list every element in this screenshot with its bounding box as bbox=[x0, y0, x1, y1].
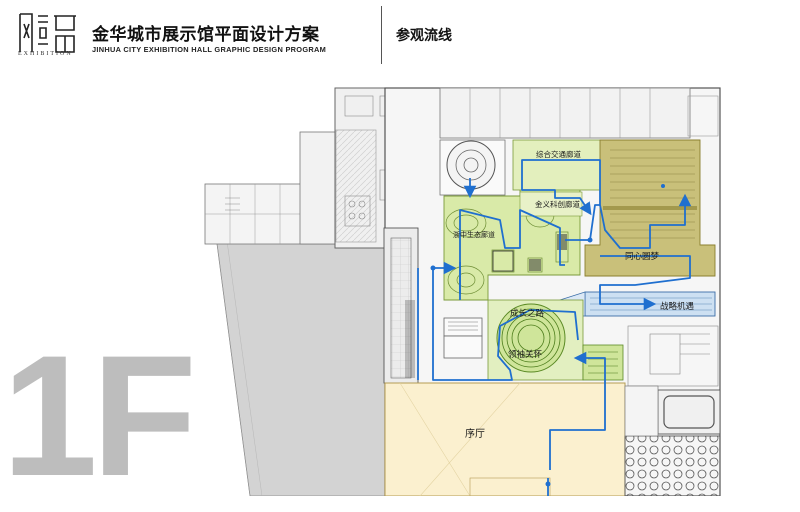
label-lingxiu: 领袖关怀 bbox=[508, 349, 543, 360]
logo-subtitle: EXHIBITION bbox=[18, 51, 73, 57]
label-zhezhong: 浙中生态廊道 bbox=[453, 230, 495, 239]
visitor-route bbox=[417, 159, 692, 496]
label-tongxin: 同心圆梦 bbox=[625, 252, 660, 262]
label-zhanlue: 战略机遇 bbox=[660, 301, 695, 312]
page-subtitle: JINHUA CITY EXHIBITION HALL GRAPHIC DESI… bbox=[92, 45, 327, 54]
floor-label: 1F bbox=[2, 320, 197, 512]
label-chengzhang: 成长之路 bbox=[510, 308, 545, 319]
logo-icon bbox=[19, 13, 76, 53]
section-title: 参观流线 bbox=[396, 28, 452, 44]
label-jinyi: 金义科创廊道 bbox=[535, 199, 580, 209]
header: EXHIBITION 金华城市展示馆平面设计方案 JINHUA CITY EXH… bbox=[0, 0, 800, 72]
floor-plan: 综合交通廊道 金义科创廊道 浙中生态廊道 同心圆梦 战略机遇 成长之路 领袖关怀… bbox=[204, 87, 721, 496]
page-title: 金华城市展示馆平面设计方案 bbox=[92, 25, 320, 45]
label-xuting: 序厅 bbox=[465, 427, 485, 440]
label-zonghe: 综合交通廊道 bbox=[536, 149, 581, 159]
header-divider bbox=[381, 6, 382, 64]
